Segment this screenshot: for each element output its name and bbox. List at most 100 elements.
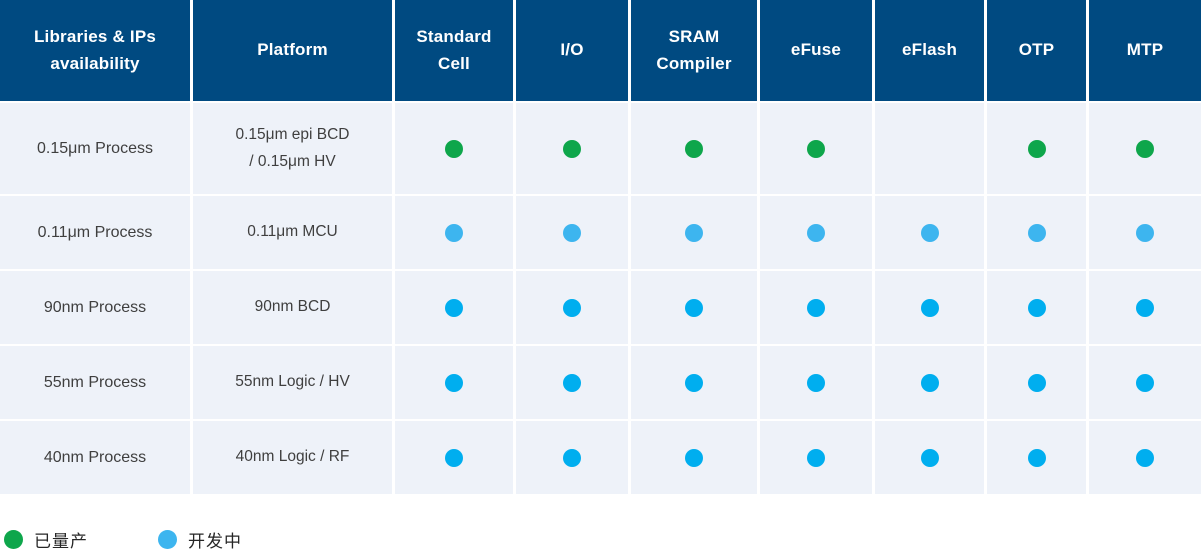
column-header-mtp: MTP	[1089, 0, 1201, 101]
status-cell	[631, 421, 757, 494]
status-cell	[875, 103, 984, 194]
mass-production-dot	[807, 139, 825, 158]
status-cell	[760, 103, 872, 194]
in-development-dot	[920, 298, 939, 317]
column-header-libraries-ips-availability: Libraries & IPs availability	[0, 0, 190, 101]
legend: 已量产 开发中	[0, 527, 1201, 552]
process-cell: 0.15μm Process	[0, 103, 190, 194]
mass-production-dot	[4, 530, 23, 549]
in-development-dot	[158, 530, 177, 549]
in-development-dot	[1136, 298, 1154, 317]
status-cell	[1089, 103, 1201, 194]
status-cell	[1089, 196, 1201, 269]
status-cell	[631, 196, 757, 269]
in-development-dot	[445, 298, 463, 317]
in-development-dot	[563, 373, 581, 392]
status-cell	[516, 103, 628, 194]
status-cell	[395, 346, 513, 419]
column-header-sram-compiler: SRAM Compiler	[631, 0, 757, 101]
in-development-dot	[807, 298, 825, 317]
in-development-dot	[1136, 373, 1154, 392]
status-cell	[875, 196, 984, 269]
status-cell	[516, 346, 628, 419]
in-development-dot	[807, 223, 825, 242]
process-cell: 55nm Process	[0, 346, 190, 419]
platform-cell: 0.15μm epi BCD / 0.15μm HV	[193, 103, 392, 194]
legend-item: 开发中	[158, 527, 242, 552]
status-cell	[760, 346, 872, 419]
status-cell	[875, 421, 984, 494]
in-development-dot	[685, 223, 703, 242]
status-cell	[760, 196, 872, 269]
mass-production-dot	[1027, 139, 1046, 158]
status-cell	[760, 421, 872, 494]
mass-production-dot	[445, 139, 463, 158]
column-header-efuse: eFuse	[760, 0, 872, 101]
process-cell: 40nm Process	[0, 421, 190, 494]
process-cell: 90nm Process	[0, 271, 190, 344]
legend-item: 已量产	[4, 527, 88, 552]
status-cell	[987, 196, 1086, 269]
status-cell	[631, 103, 757, 194]
status-cell	[987, 346, 1086, 419]
status-cell	[875, 346, 984, 419]
in-development-dot	[1136, 223, 1154, 242]
status-cell	[987, 271, 1086, 344]
in-development-dot	[1027, 448, 1046, 467]
status-cell	[1089, 271, 1201, 344]
status-cell	[987, 421, 1086, 494]
column-header-platform: Platform	[193, 0, 392, 101]
in-development-dot	[807, 448, 825, 467]
legend-label: 已量产	[34, 532, 88, 551]
status-cell	[395, 196, 513, 269]
in-development-dot	[1027, 298, 1046, 317]
platform-cell: 90nm BCD	[193, 271, 392, 344]
mass-production-dot	[1136, 139, 1154, 158]
in-development-dot	[563, 448, 581, 467]
status-cell	[631, 346, 757, 419]
status-cell	[1089, 346, 1201, 419]
platform-cell: 55nm Logic / HV	[193, 346, 392, 419]
in-development-dot	[563, 298, 581, 317]
status-cell	[987, 103, 1086, 194]
legend-label: 开发中	[188, 532, 242, 551]
in-development-dot	[563, 223, 581, 242]
status-cell	[1089, 421, 1201, 494]
status-cell	[395, 421, 513, 494]
status-cell	[395, 103, 513, 194]
mass-production-dot	[563, 139, 581, 158]
in-development-dot	[920, 223, 939, 242]
column-header-eflash: eFlash	[875, 0, 984, 101]
process-cell: 0.11μm Process	[0, 196, 190, 269]
column-header-io: I/O	[516, 0, 628, 101]
in-development-dot	[685, 373, 703, 392]
in-development-dot	[1027, 373, 1046, 392]
status-cell	[760, 271, 872, 344]
status-cell	[516, 196, 628, 269]
mass-production-dot	[685, 139, 703, 158]
platform-cell: 0.11μm MCU	[193, 196, 392, 269]
in-development-dot	[685, 448, 703, 467]
in-development-dot	[1136, 448, 1154, 467]
platform-cell: 40nm Logic / RF	[193, 421, 392, 494]
status-cell	[395, 271, 513, 344]
in-development-dot	[445, 373, 463, 392]
in-development-dot	[445, 448, 463, 467]
in-development-dot	[445, 223, 463, 242]
status-cell	[631, 271, 757, 344]
status-cell	[516, 271, 628, 344]
in-development-dot	[920, 373, 939, 392]
in-development-dot	[1027, 223, 1046, 242]
column-header-standard-cell: Standard Cell	[395, 0, 513, 101]
in-development-dot	[807, 373, 825, 392]
status-cell	[875, 271, 984, 344]
in-development-dot	[685, 298, 703, 317]
column-header-otp: OTP	[987, 0, 1086, 101]
